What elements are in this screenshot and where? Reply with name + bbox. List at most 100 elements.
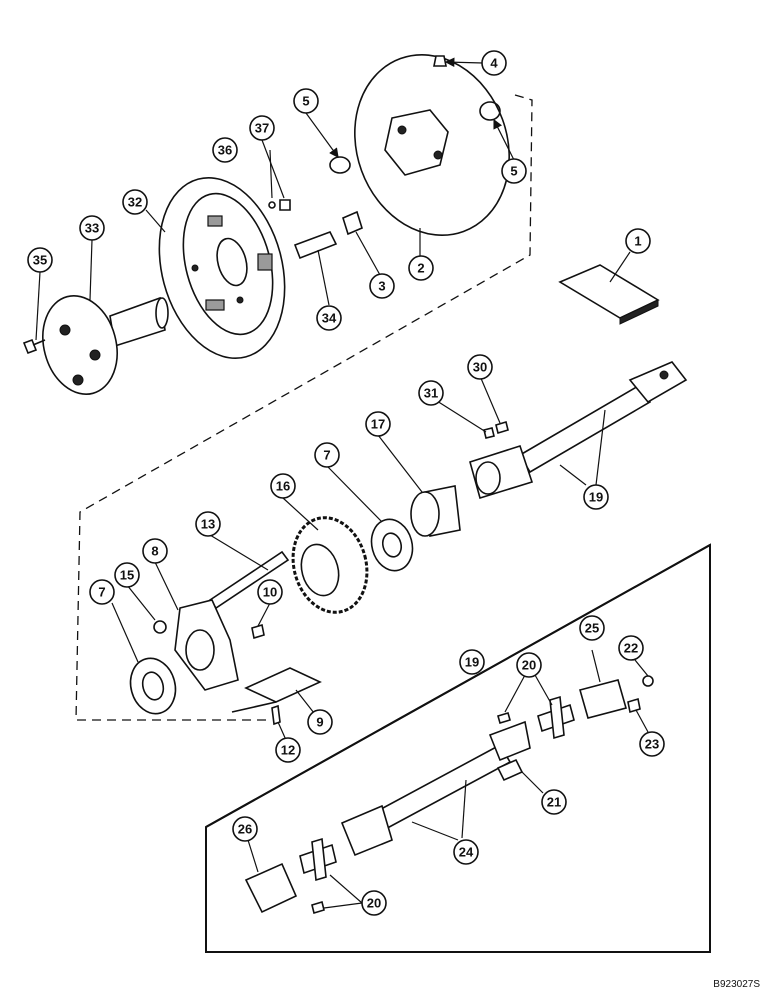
- callout-10: 10: [257, 579, 283, 605]
- callout-20-lower: 20: [361, 890, 387, 916]
- callout-5-right: 5: [501, 158, 527, 184]
- callout-20-upper: 20: [516, 652, 542, 678]
- svg-text:12: 12: [281, 743, 295, 758]
- shield: [244, 667, 322, 703]
- svg-text:31: 31: [424, 386, 438, 401]
- svg-text:19: 19: [589, 490, 603, 505]
- svg-text:19: 19: [465, 655, 479, 670]
- svg-text:22: 22: [624, 641, 638, 656]
- callout-34: 34: [316, 305, 342, 331]
- callout-24: 24: [453, 839, 479, 865]
- lock-washer: [483, 427, 495, 439]
- callout-17: 17: [365, 411, 391, 437]
- nut: [279, 199, 291, 211]
- grease-fitting: [433, 55, 447, 67]
- callout-19-main: 19: [583, 484, 609, 510]
- callout-31: 31: [418, 380, 444, 406]
- svg-text:9: 9: [316, 715, 323, 730]
- main-driveshaft: [469, 361, 688, 500]
- callout-23: 23: [639, 731, 665, 757]
- shaft-flange: [42, 295, 169, 395]
- callout-36: 36: [212, 137, 238, 163]
- ring-right: [479, 101, 501, 121]
- washer-23: [627, 697, 641, 714]
- callout-1: 1: [625, 228, 651, 254]
- callout-5-left: 5: [293, 88, 319, 114]
- svg-text:2: 2: [417, 261, 424, 276]
- flange-coupler: [410, 485, 461, 537]
- yoke-26: [244, 862, 298, 914]
- svg-text:5: 5: [302, 94, 309, 109]
- sprocket: [291, 516, 369, 614]
- callout-7-lower: 7: [89, 579, 115, 605]
- callout-2: 2: [408, 255, 434, 281]
- callout-22: 22: [618, 635, 644, 661]
- cross-lower: [299, 837, 337, 882]
- bearing-lower: [129, 657, 177, 715]
- callout-15: 15: [114, 562, 140, 588]
- svg-text:16: 16: [276, 479, 290, 494]
- callout-35: 35: [27, 247, 53, 273]
- svg-text:1: 1: [634, 234, 641, 249]
- svg-text:5: 5: [510, 164, 517, 179]
- callout-4: 4: [481, 50, 507, 76]
- drawing-code: B923027S: [713, 979, 760, 990]
- shield-tab: [231, 701, 277, 713]
- snap-ring-lower: [311, 900, 325, 915]
- washer: [268, 201, 276, 209]
- callout-25: 25: [579, 615, 605, 641]
- lock-nut: [153, 620, 167, 634]
- svg-text:30: 30: [473, 360, 487, 375]
- svg-text:21: 21: [547, 795, 561, 810]
- nut-22: [642, 675, 654, 687]
- svg-text:23: 23: [645, 737, 659, 752]
- cross-upper: [537, 695, 575, 740]
- ring-left: [329, 156, 351, 174]
- callout-7-upper: 7: [314, 442, 340, 468]
- callout-32: 32: [122, 189, 148, 215]
- callout-16: 16: [270, 473, 296, 499]
- svg-text:20: 20: [522, 658, 536, 673]
- callout-8: 8: [142, 538, 168, 564]
- set-screw: [251, 623, 265, 640]
- callout-13: 13: [195, 511, 221, 537]
- callout-26: 26: [232, 816, 258, 842]
- inset-divider: [205, 544, 711, 828]
- callout-3: 3: [369, 273, 395, 299]
- screw: [495, 420, 509, 435]
- svg-text:13: 13: [201, 517, 215, 532]
- callout-12: 12: [275, 737, 301, 763]
- svg-text:36: 36: [218, 143, 232, 158]
- svg-text:3: 3: [378, 279, 385, 294]
- svg-text:37: 37: [255, 121, 269, 136]
- bolt: [22, 338, 46, 355]
- leader-lines: [35, 57, 649, 909]
- pad-edge: [619, 299, 659, 325]
- callout-21: 21: [541, 789, 567, 815]
- pulley-hub: [158, 176, 286, 360]
- svg-text:7: 7: [98, 585, 105, 600]
- callout-33: 33: [79, 215, 105, 241]
- pin: [293, 231, 338, 260]
- svg-text:34: 34: [322, 311, 337, 326]
- svg-text:15: 15: [120, 568, 134, 583]
- snap-ring: [497, 712, 511, 724]
- svg-text:4: 4: [490, 56, 498, 71]
- svg-text:17: 17: [371, 417, 385, 432]
- alternate-driveshaft: [340, 720, 531, 857]
- svg-text:24: 24: [459, 845, 474, 860]
- callout-30: 30: [467, 354, 493, 380]
- callout-19-inset: 19: [459, 649, 485, 675]
- svg-text:7: 7: [323, 448, 330, 463]
- svg-text:33: 33: [85, 221, 99, 236]
- svg-text:32: 32: [128, 195, 142, 210]
- yoke-25: [579, 679, 627, 719]
- callout-37: 37: [249, 115, 275, 141]
- svg-text:35: 35: [33, 253, 47, 268]
- disc-part: [354, 54, 510, 236]
- bearing-upper: [370, 518, 414, 572]
- svg-text:8: 8: [151, 544, 158, 559]
- svg-text:26: 26: [238, 822, 252, 837]
